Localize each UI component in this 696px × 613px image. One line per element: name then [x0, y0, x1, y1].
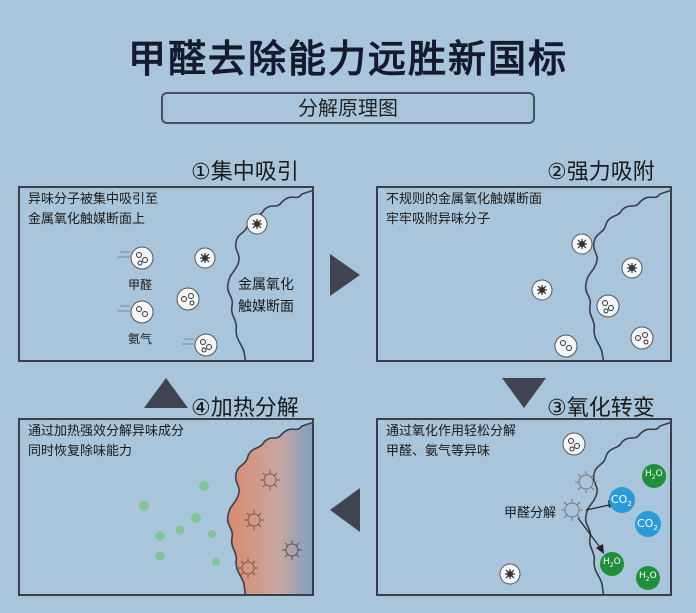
molecule-icon [554, 334, 578, 358]
molecule-icon [182, 333, 218, 357]
h2o-molecule [636, 566, 660, 590]
co2-label: CO2 [637, 517, 658, 533]
heated-catalyst-surface [226, 421, 312, 594]
released-particles [139, 481, 220, 566]
step-4-line-2: 同时恢复除味能力 [28, 444, 133, 459]
step-3-panel: 通过氧化作用轻松分解 甲醛、氨气等异味 甲醛分解 H2O CO2 CO2 H2O… [376, 418, 672, 596]
arrow-left-icon [330, 488, 360, 532]
step-4-line-1: 通过加热强效分解异味成分 [28, 424, 185, 439]
subtitle-box: 分解原理图 [161, 92, 535, 124]
virus-icon [575, 471, 597, 493]
molecule-icon [562, 432, 586, 456]
surface-label-1: 金属氧化 [238, 277, 294, 293]
arrow-down-icon [502, 378, 546, 408]
molecule-icon [118, 300, 154, 324]
step-1-title: ①集中吸引 [191, 160, 299, 185]
step-3-illustration [499, 421, 670, 594]
step-3-title: ③氧化转变 [547, 396, 655, 421]
h2o-molecule [600, 552, 624, 576]
step-1-line-1: 异味分子被集中吸引至 [28, 192, 159, 207]
step-1-line-2: 金属氧化触媒断面上 [28, 212, 146, 227]
co2-label: CO2 [611, 493, 632, 509]
molecule-icon [176, 287, 200, 311]
co2-molecule [609, 487, 635, 513]
virus-icon [194, 247, 216, 269]
step-3-line-1: 通过氧化作用轻松分解 [386, 424, 517, 439]
arrow-up-icon [144, 378, 188, 408]
step-3-line-2: 甲醛、氨气等异味 [386, 444, 491, 459]
step-1-panel: 异味分子被集中吸引至 金属氧化触媒断面上 甲醛 氨气 金属氧化 触媒断面 [18, 186, 314, 362]
virus-icon [499, 563, 521, 585]
virus-icon [571, 233, 593, 255]
formaldehyde-label: 甲醛 [128, 278, 153, 292]
decompose-label: 甲醛分解 [504, 506, 557, 521]
molecule-icon [118, 246, 154, 270]
step-4-title: ④加热分解 [191, 396, 299, 421]
step-2-title: ②强力吸附 [547, 160, 655, 185]
page-title: 甲醛去除能力远胜新国标 [127, 37, 568, 81]
ammonia-label: 氨气 [128, 332, 153, 346]
virus-icon [260, 470, 280, 490]
surface-label-2: 触媒断面 [238, 299, 294, 315]
h2o-label: H2O [645, 469, 663, 481]
step-2-line-1: 不规则的金属氧化触媒断面 [386, 192, 543, 207]
virus-icon [561, 499, 583, 521]
molecule-icon [596, 294, 620, 318]
step-1-illustration [118, 189, 312, 360]
virus-icon [621, 257, 643, 279]
step-2-illustration [531, 189, 670, 360]
virus-icon [238, 558, 258, 578]
step-2-panel: 不规则的金属氧化触媒断面 牢牢吸附异味分子 [376, 186, 672, 362]
catalyst-surface [584, 421, 670, 594]
virus-icon [531, 279, 553, 301]
arrow-right-icon [330, 254, 360, 296]
step-2-line-2: 牢牢吸附异味分子 [386, 212, 491, 227]
catalyst-surface [584, 189, 670, 360]
virus-icon [282, 540, 302, 560]
molecule-icon [246, 213, 268, 235]
step-4-panel: 通过加热强效分解异味成分 同时恢复除味能力 [18, 418, 314, 596]
step-4-illustration [139, 421, 312, 594]
h2o-label: H2O [639, 571, 657, 583]
virus-icon [244, 510, 264, 530]
molecule-icon [630, 326, 654, 350]
catalyst-surface [226, 189, 312, 360]
h2o-label: H2O [603, 557, 621, 569]
co2-molecule [635, 511, 661, 537]
h2o-molecule [642, 464, 666, 488]
